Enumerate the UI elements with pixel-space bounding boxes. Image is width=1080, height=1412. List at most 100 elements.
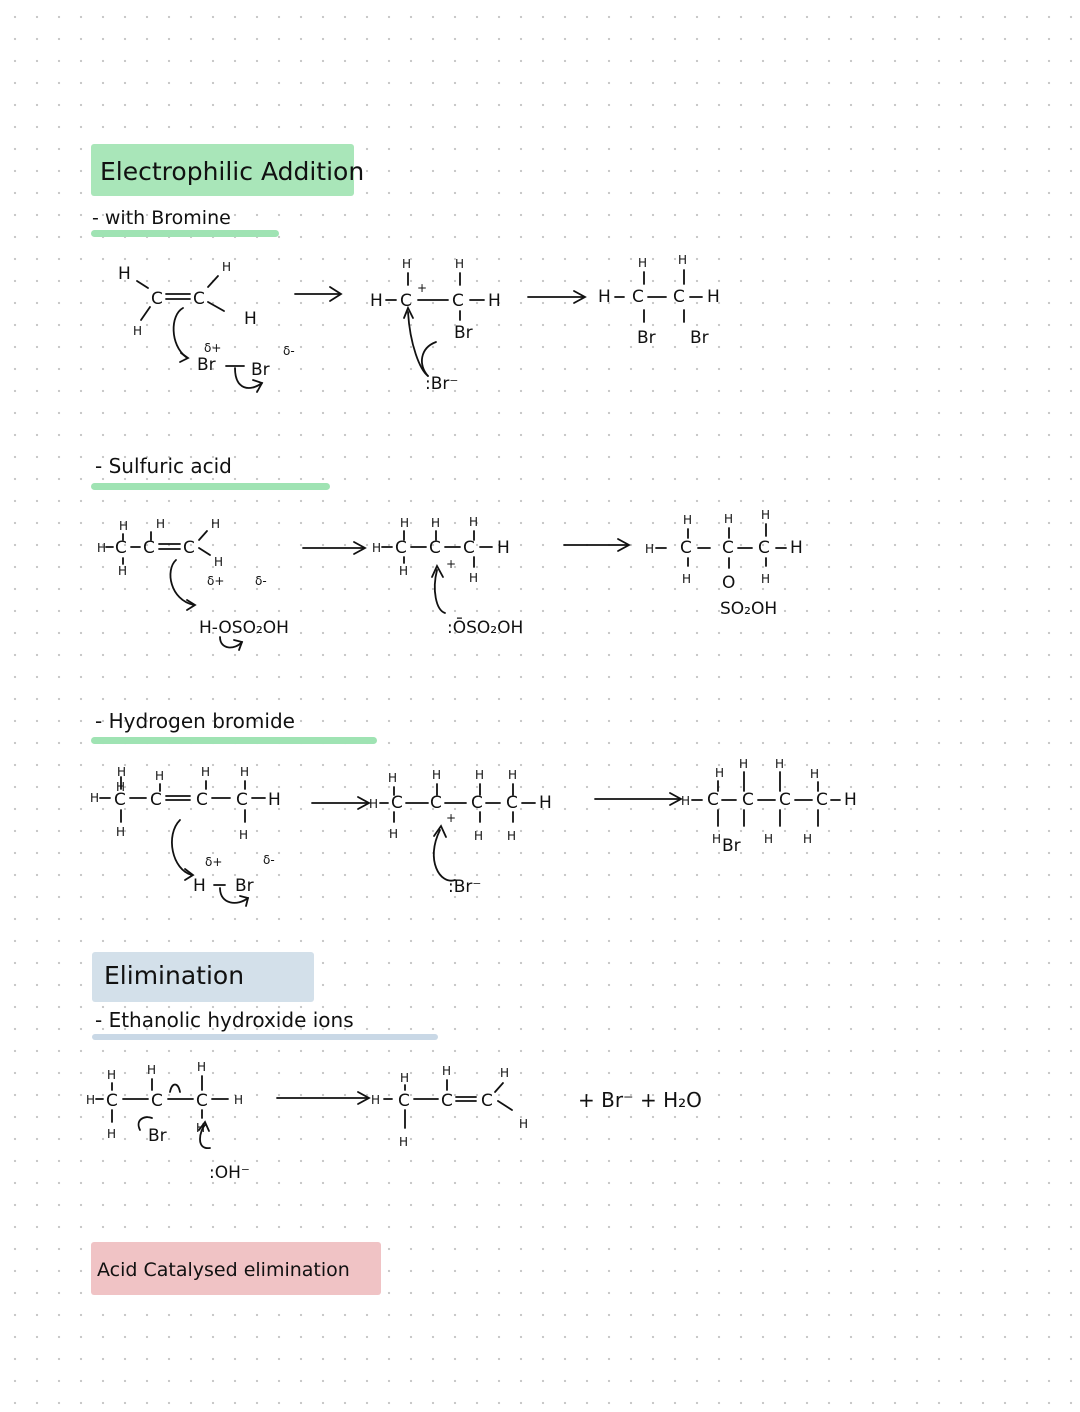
svg-text:C: C — [463, 538, 475, 558]
svg-text:H: H — [118, 264, 131, 284]
svg-text:H: H — [474, 829, 483, 843]
svg-text:H: H — [803, 832, 812, 846]
sulfuric-underline — [91, 483, 330, 490]
svg-text:H: H — [790, 538, 803, 558]
svg-text:H: H — [197, 1060, 206, 1074]
svg-text:H: H — [155, 769, 164, 783]
bromine-underline — [91, 230, 279, 237]
svg-text:C: C — [707, 790, 719, 810]
sulfuric-carbocation: H C C + C H H H H H H — [372, 515, 510, 614]
svg-text:H: H — [400, 516, 409, 530]
svg-text:H: H — [389, 827, 398, 841]
svg-text:C: C — [106, 1091, 118, 1111]
svg-text:H: H — [214, 555, 223, 569]
hydroxide-ion: :OH⁻ — [209, 1163, 250, 1183]
svg-text:H: H — [810, 767, 819, 781]
svg-text:H: H — [234, 1093, 243, 1107]
elimination-title: Elimination — [104, 961, 245, 990]
svg-text:δ+: δ+ — [204, 341, 221, 355]
svg-text:C: C — [150, 790, 162, 810]
svg-text:H: H — [761, 572, 770, 586]
svg-text:H: H — [371, 1093, 380, 1107]
svg-text:C: C — [151, 289, 163, 309]
svg-text:H: H — [222, 260, 231, 274]
svg-text:H: H — [119, 519, 128, 533]
svg-text:C: C — [196, 1091, 208, 1111]
ethanolic-subheading: - Ethanolic hydroxide ions — [95, 1008, 354, 1032]
svg-text:Br: Br — [690, 328, 709, 348]
svg-text:C: C — [673, 287, 685, 307]
svg-text:Br: Br — [235, 876, 254, 896]
svg-text:H: H — [500, 1066, 509, 1080]
svg-text:C: C — [114, 790, 126, 810]
svg-text:H: H — [193, 876, 206, 896]
svg-text:H: H — [712, 832, 721, 846]
svg-text:C: C — [400, 291, 412, 311]
svg-text:O: O — [722, 573, 735, 593]
svg-text:δ-: δ- — [283, 344, 295, 358]
svg-text:H: H — [455, 257, 464, 271]
svg-text:H: H — [508, 768, 517, 782]
ethanolic-underline — [92, 1034, 438, 1040]
svg-text:δ-: δ- — [263, 853, 275, 867]
svg-text:C: C — [742, 790, 754, 810]
elimination-highlight — [92, 952, 314, 1002]
svg-text:H: H — [764, 832, 773, 846]
svg-text:H: H — [638, 256, 647, 270]
svg-text:H: H — [211, 517, 220, 531]
sulfuric-subheading: - Sulfuric acid — [95, 454, 232, 478]
sulfuric-acid-formula: H-OSO₂OH — [199, 618, 289, 638]
sulfate-group: SO₂OH — [720, 599, 777, 619]
svg-text:H: H — [117, 765, 126, 779]
hbr-carbocation: H C C + C C H H H H H H H H — [369, 768, 552, 882]
svg-text:H: H — [488, 291, 501, 311]
svg-text:H: H — [507, 829, 516, 843]
svg-text:H: H — [369, 797, 378, 811]
svg-text:H: H — [844, 790, 857, 810]
svg-text:H: H — [133, 324, 142, 338]
svg-text:H: H — [268, 790, 281, 810]
svg-text:H: H — [681, 794, 690, 808]
svg-text:C: C — [115, 538, 127, 558]
svg-text:Br: Br — [197, 355, 216, 375]
svg-text:H: H — [475, 768, 484, 782]
svg-text:C: C — [632, 287, 644, 307]
propene-product: H C C C H H H H H — [371, 1064, 528, 1149]
svg-text:H: H — [739, 757, 748, 771]
svg-text:H: H — [107, 1068, 116, 1082]
svg-text:H: H — [683, 513, 692, 527]
svg-text:H: H — [147, 1063, 156, 1077]
svg-text:C: C — [722, 538, 734, 558]
svg-text:Br: Br — [148, 1126, 167, 1146]
svg-text:C: C — [143, 538, 155, 558]
bromide-ion-1: :Br⁻ — [425, 374, 458, 394]
svg-text:+: + — [446, 557, 456, 571]
svg-text:H: H — [156, 517, 165, 531]
svg-text:C: C — [196, 790, 208, 810]
svg-text:H: H — [598, 287, 611, 307]
svg-text:H: H — [761, 508, 770, 522]
hbr-underline — [91, 737, 377, 744]
svg-text:C: C — [758, 538, 770, 558]
bromide-ion-2: :Br⁻ — [448, 877, 481, 897]
svg-text:C: C — [398, 1091, 410, 1111]
svg-text:H: H — [431, 516, 440, 530]
svg-text:H: H — [678, 253, 687, 267]
bromobutane: H C C C C H H H H H H Br H H — [681, 757, 857, 856]
svg-text:C: C — [680, 538, 692, 558]
svg-text:H: H — [442, 1064, 451, 1078]
svg-text:Br: Br — [637, 328, 656, 348]
svg-text:C: C — [441, 1091, 453, 1111]
svg-text:H: H — [432, 768, 441, 782]
svg-text:δ+: δ+ — [205, 855, 222, 869]
svg-text:H: H — [400, 1071, 409, 1085]
svg-text:H: H — [497, 538, 510, 558]
svg-text:C: C — [779, 790, 791, 810]
svg-text:H: H — [118, 564, 127, 578]
svg-text:H: H — [775, 757, 784, 771]
svg-text:H: H — [116, 825, 125, 839]
hbr-butene: H C C C C H H H H H H H H H δ+ Br δ- — [90, 765, 281, 907]
svg-text:C: C — [816, 790, 828, 810]
svg-text:C: C — [193, 289, 205, 309]
